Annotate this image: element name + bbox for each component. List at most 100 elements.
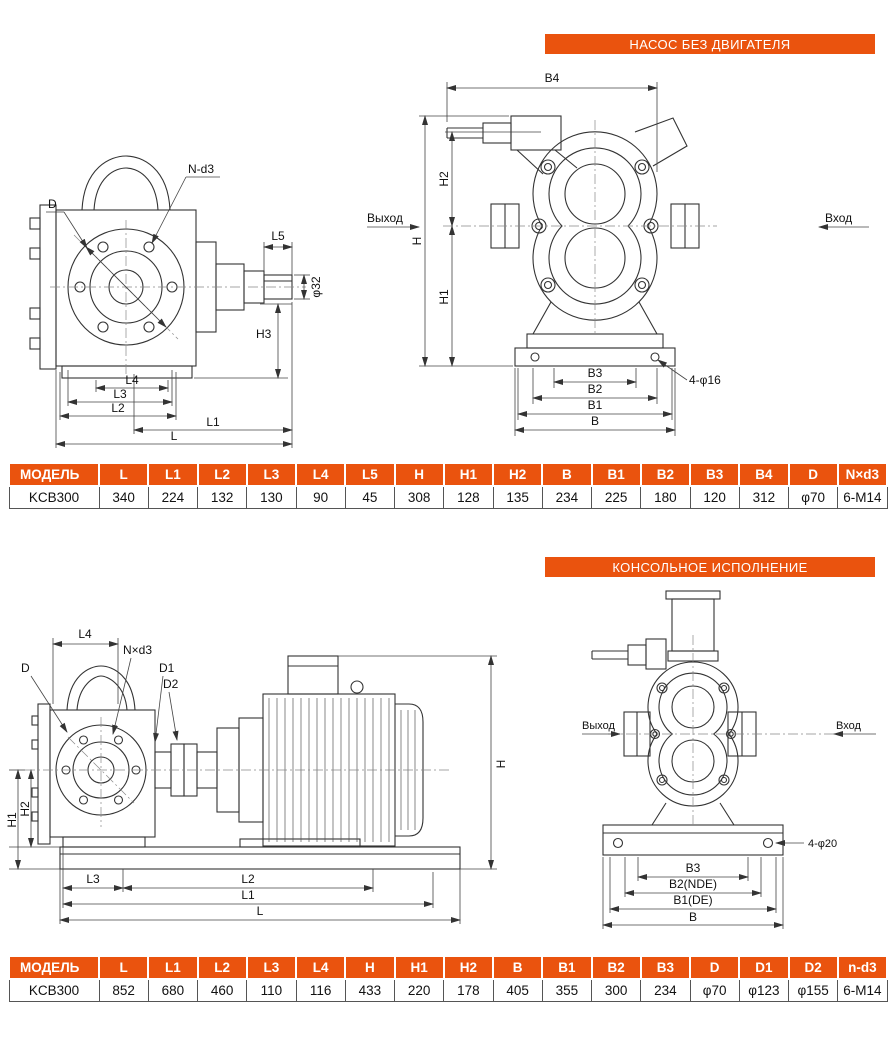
table-cell: φ70	[787, 485, 839, 509]
dim-label-h: H	[494, 760, 508, 769]
dim-label-l3: L3	[86, 872, 100, 886]
dim-label-h1: H1	[437, 289, 451, 305]
dim-label-n-d3: N×d3	[123, 643, 152, 657]
pump-casing	[591, 590, 784, 856]
dim-label-n-d3: N-d3	[188, 162, 214, 176]
outlet-label: Выход	[582, 720, 615, 732]
table-header-cell: B3	[639, 955, 692, 980]
table-header-cell: B3	[688, 462, 741, 487]
dimension-labels: D N-d3 L5 φ32 H3 L4 L3 L2 L1 L	[48, 162, 323, 443]
pump-body-outline	[29, 155, 293, 379]
dim-label-l: L	[257, 904, 264, 918]
table-cell: 852	[98, 978, 149, 1002]
dim-label-d2: D2	[163, 677, 179, 691]
table-header-cell: H2	[442, 955, 495, 980]
dimension-lines	[367, 82, 869, 436]
pump-casing	[446, 115, 700, 367]
bolt-holes-label: 4-φ16	[689, 373, 721, 387]
table-header-cell: L1	[147, 462, 199, 487]
table-header-cell: B1	[590, 462, 642, 487]
dim-label-l: L	[171, 429, 178, 443]
dim-label-b1-de: B1(DE)	[673, 893, 712, 907]
dim-label-h3: H3	[256, 327, 272, 341]
centerlines	[608, 635, 838, 825]
table-cell: 234	[640, 978, 691, 1002]
table-header-cell: B	[541, 462, 593, 487]
table-cell: 405	[492, 978, 543, 1002]
table-cell: φ123	[738, 978, 790, 1002]
table-cell: 90	[295, 485, 346, 509]
section2-banner: КОНСОЛЬНОЕ ИСПОЛНЕНИЕ	[545, 557, 875, 577]
table-header-cell: МОДЕЛЬ	[8, 955, 100, 980]
dim-label-b2-nde: B2(NDE)	[669, 877, 717, 891]
section1-banner: НАСОС БЕЗ ДВИГАТЕЛЯ	[545, 34, 875, 54]
table-cell: 45	[344, 485, 396, 509]
table-cell: 300	[590, 978, 642, 1002]
dim-label-b3: B3	[686, 861, 701, 875]
table-cell: 132	[196, 485, 248, 509]
table-cell: φ70	[689, 978, 740, 1002]
table-cell: 224	[147, 485, 199, 509]
dim-label-b4: B4	[545, 71, 560, 85]
dim-label-h: H	[410, 237, 424, 246]
table-header-cell: B	[491, 955, 544, 980]
table-header-cell: H2	[491, 462, 544, 487]
table-cell: KCB300	[8, 485, 100, 509]
table-header-cell: L5	[344, 462, 396, 487]
pump-side-view-drawing: D N-d3 L5 φ32 H3 L4 L3 L2 L1 L	[29, 155, 323, 448]
table-header-cell: B2	[639, 462, 692, 487]
table-cell: 116	[295, 978, 346, 1002]
table-header-cell: L	[97, 462, 150, 487]
table-cell: 312	[738, 485, 790, 509]
table-cell: 120	[689, 485, 740, 509]
inlet-label: Вход	[825, 211, 852, 225]
dim-label-b: B	[689, 910, 697, 924]
table-header-cell: L2	[196, 462, 248, 487]
table-cell: 178	[443, 978, 494, 1002]
dim-label-b3: B3	[588, 366, 603, 380]
section2-banner-text: КОНСОЛЬНОЕ ИСПОЛНЕНИЕ	[612, 559, 808, 575]
dim-label-l4: L4	[78, 627, 92, 641]
table-cell: 340	[98, 485, 149, 509]
dim-label-l3: L3	[113, 387, 127, 401]
dim-label-l5: L5	[271, 229, 285, 243]
console-front-view-drawing: Выход Вход 4-φ20 B3 B2(NDE) B1(DE) B	[582, 590, 876, 929]
table-cell: 220	[393, 978, 445, 1002]
dim-label-h2: H2	[437, 171, 451, 187]
table-cell: 225	[590, 485, 642, 509]
dimension-labels: B4 H H2 H1 Выход Вход B3 4-φ16 B2 B1 B	[367, 71, 852, 428]
table-cell: 234	[541, 485, 593, 509]
table-header-cell: B1	[541, 955, 593, 980]
outlet-label: Выход	[367, 211, 403, 225]
table-header-cell: МОДЕЛЬ	[8, 462, 100, 487]
table-header-cell: L2	[196, 955, 248, 980]
table-header-cell: L4	[294, 955, 347, 980]
dim-label-d: D	[48, 197, 57, 211]
table-cell: 135	[492, 485, 543, 509]
table-header-cell: H1	[393, 955, 445, 980]
dimension-lines	[9, 638, 497, 924]
table-cell: 130	[246, 485, 297, 509]
inlet-label: Вход	[836, 720, 861, 732]
table-header-cell: B2	[590, 955, 642, 980]
centerlines	[25, 717, 450, 827]
dim-label-l1: L1	[206, 415, 220, 429]
table-header-cell: D	[787, 462, 839, 487]
dim-label-b2: B2	[588, 382, 603, 396]
table-header-cell: L1	[147, 955, 199, 980]
table-header-cell: D2	[787, 955, 839, 980]
dim-label-l2: L2	[241, 872, 255, 886]
table-cell: 460	[196, 978, 248, 1002]
dimension-labels: L4 N×d3 D1 D2 D H1 H2 L3 L2 L1 L H	[5, 627, 508, 918]
dim-label-phi32: φ32	[309, 276, 323, 297]
table-header-cell: H	[344, 955, 396, 980]
dim-label-d1: D1	[159, 661, 175, 675]
table-header-cell: n-d3	[836, 955, 889, 980]
dim-label-h1: H1	[5, 812, 19, 828]
table-cell: φ155	[787, 978, 839, 1002]
